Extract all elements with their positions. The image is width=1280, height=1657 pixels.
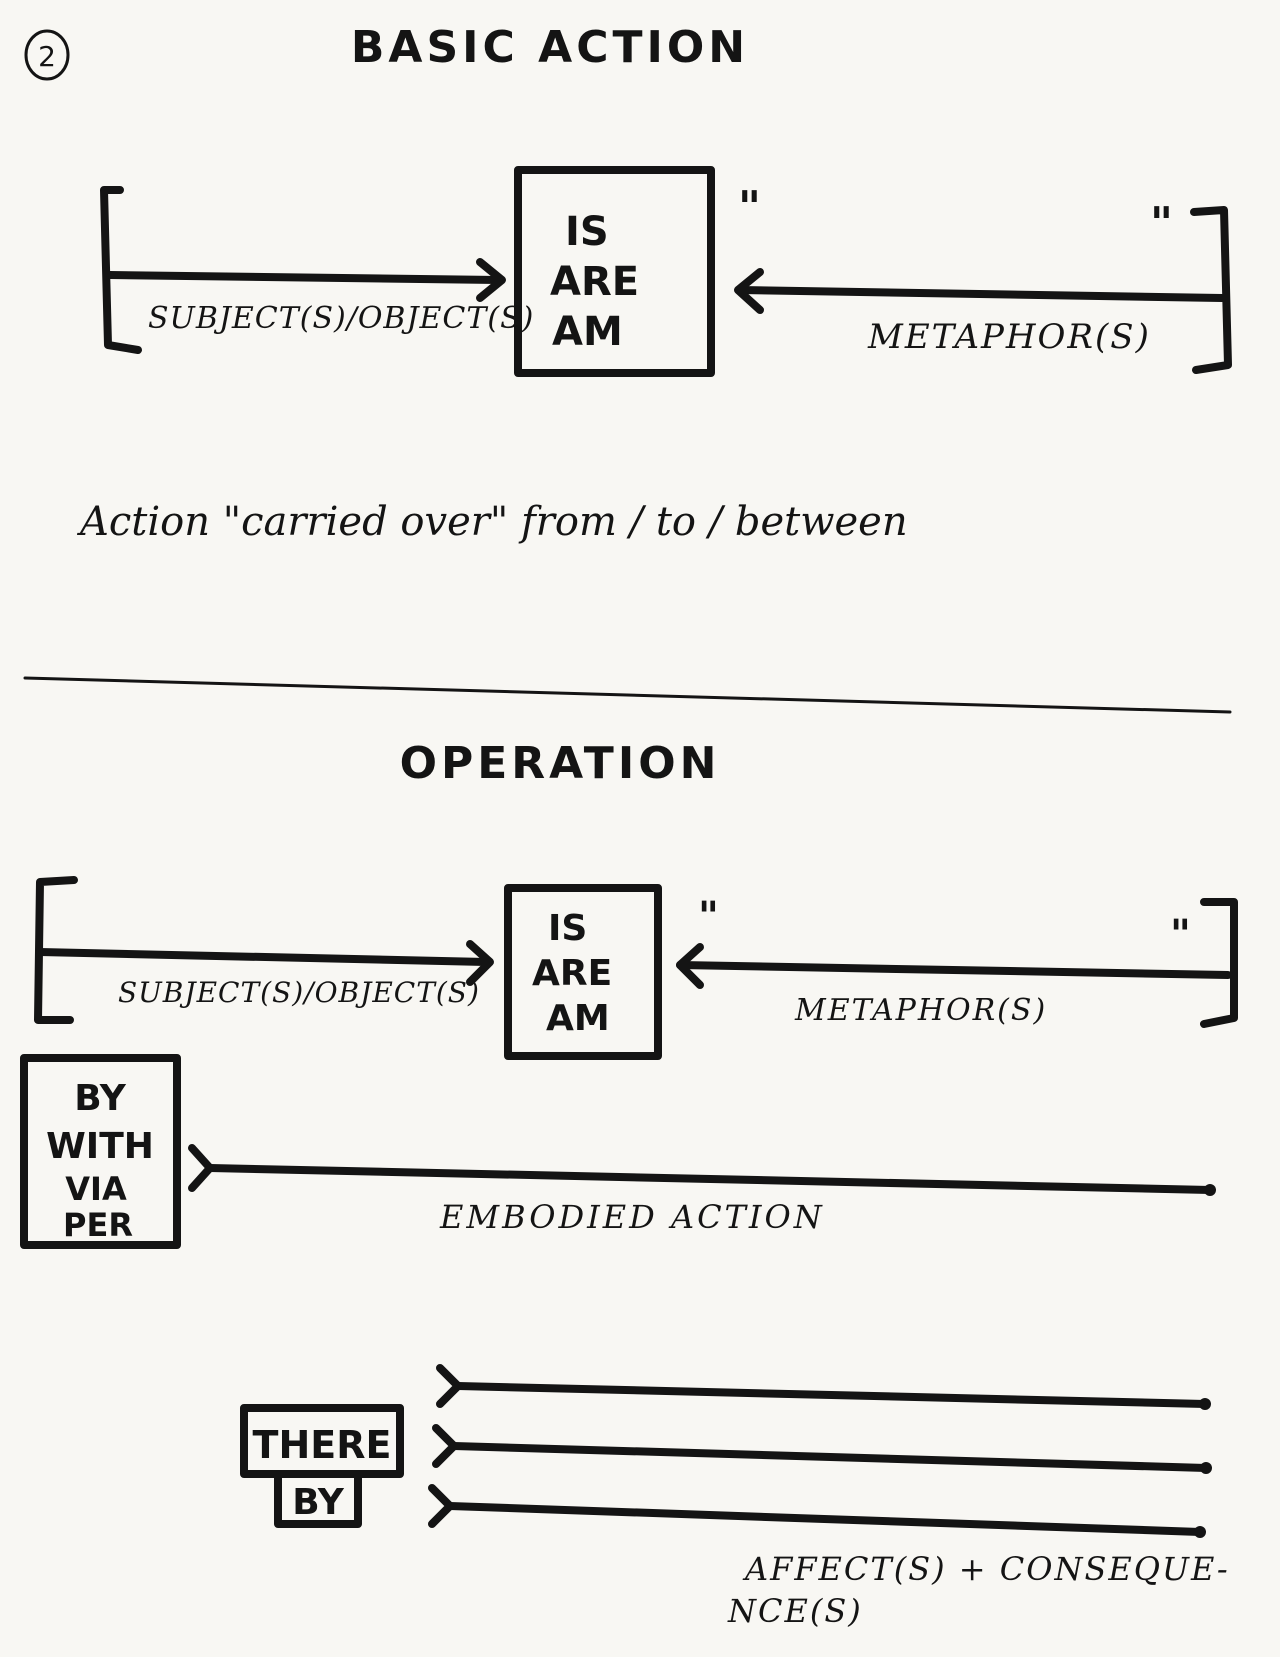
means-box bbox=[20, 1054, 181, 1249]
basic-left-label: SUBJECT(S)/OBJECT(S) bbox=[148, 301, 534, 336]
basic-left-bracket bbox=[100, 186, 142, 354]
embodied-action-endpoint bbox=[1204, 1184, 1216, 1196]
basic-right-arrow-line bbox=[736, 286, 1226, 302]
basic-right-label: METAPHOR(S) bbox=[867, 317, 1151, 357]
section-divider bbox=[23, 676, 1232, 714]
thereby-bottom-label: BY bbox=[292, 1482, 344, 1523]
operation-left-arrowhead bbox=[466, 940, 494, 986]
basic-right-arrowhead bbox=[734, 268, 764, 314]
basic-open-quote: " bbox=[738, 182, 761, 233]
thereby-top-label: THERE bbox=[253, 1423, 392, 1467]
operation-left-arrow-line bbox=[36, 948, 490, 966]
operation-right-bracket bbox=[1200, 898, 1238, 1028]
basic-note: Action "carried over" from / to / betwee… bbox=[76, 499, 908, 545]
basic-copula-box bbox=[514, 166, 715, 377]
consequence-endpoint-3 bbox=[1194, 1526, 1206, 1538]
result-label-line1: AFFECT(S) + CONSEQUE- bbox=[742, 1550, 1230, 1588]
consequence-line-1 bbox=[454, 1382, 1209, 1408]
consequence-line-2 bbox=[450, 1442, 1210, 1472]
operation-title: OPERATION bbox=[400, 738, 721, 789]
operation-box-line-is: IS bbox=[548, 908, 587, 949]
operation-box-line-am: AM bbox=[546, 998, 610, 1039]
basic-left-arrow-line bbox=[106, 271, 502, 284]
operation-close-quote: " bbox=[1170, 912, 1191, 958]
basic-box-line-is: IS bbox=[565, 209, 609, 255]
means-box-line-by: BY bbox=[74, 1078, 126, 1119]
basic-left-arrowhead bbox=[476, 258, 506, 302]
page-number-marker: 2 bbox=[24, 29, 70, 81]
basic-right-bracket bbox=[1190, 206, 1232, 374]
means-box-line-with: WITH bbox=[46, 1126, 154, 1167]
operation-left-label: SUBJECT(S)/OBJECT(S) bbox=[118, 976, 480, 1009]
result-label-line2: NCE(S) bbox=[727, 1592, 863, 1630]
basic-box-line-are: ARE bbox=[550, 259, 639, 305]
page-number: 2 bbox=[38, 40, 56, 73]
embodied-action-line bbox=[206, 1164, 1214, 1194]
operation-right-arrow-line bbox=[676, 961, 1232, 979]
consequence-line-3 bbox=[446, 1502, 1204, 1536]
operation-right-label: METAPHOR(S) bbox=[794, 993, 1047, 1028]
basic-action-title: BASIC ACTION bbox=[351, 22, 749, 73]
consequence-endpoint-1 bbox=[1199, 1398, 1211, 1410]
operation-copula-box bbox=[504, 884, 662, 1060]
basic-box-line-am: AM bbox=[552, 309, 623, 355]
operation-open-quote: " bbox=[698, 894, 719, 940]
thereby-bottom-box bbox=[274, 1470, 362, 1528]
operation-box-line-are: ARE bbox=[532, 953, 612, 994]
means-box-line-via: VIA bbox=[65, 1170, 127, 1208]
basic-close-quote: " bbox=[1150, 198, 1173, 249]
embodied-action-label: EMBODIED ACTION bbox=[439, 1198, 825, 1236]
operation-right-arrowhead bbox=[676, 943, 704, 989]
means-box-line-per: PER bbox=[63, 1206, 133, 1244]
consequence-endpoint-2 bbox=[1200, 1462, 1212, 1474]
